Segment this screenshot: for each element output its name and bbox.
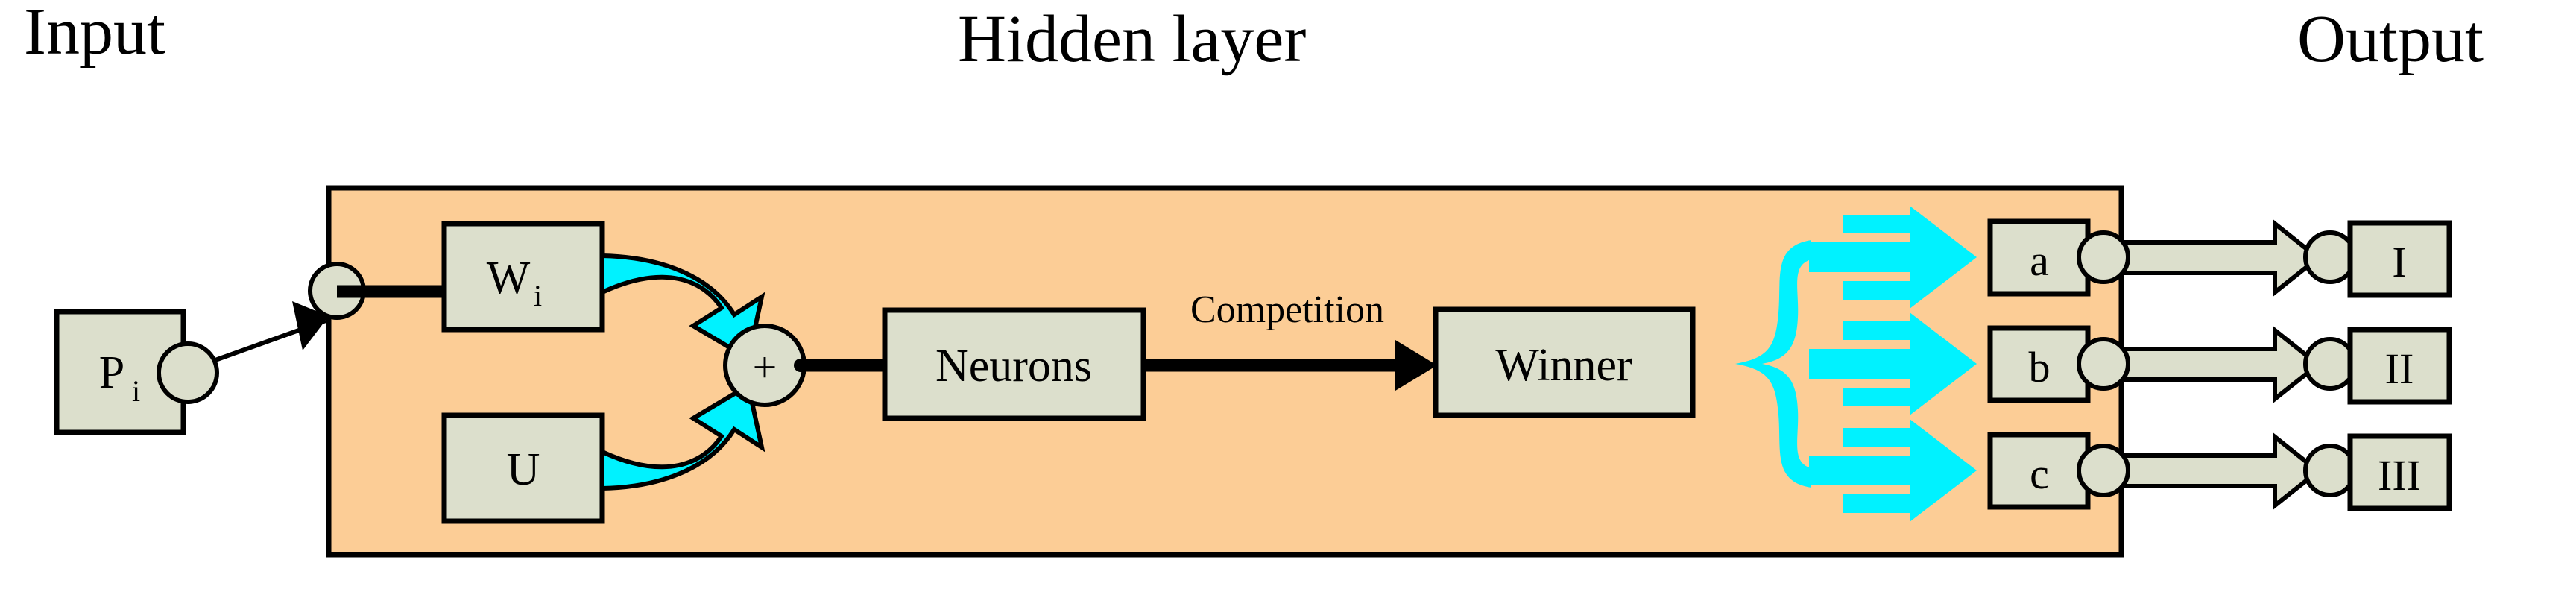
- weight-box-label: W: [487, 253, 531, 303]
- output-node-1-rect: [2347, 220, 2452, 298]
- summation-node[interactable]: +: [723, 324, 806, 407]
- winner-output-a-connector-circle: [2077, 230, 2130, 284]
- competition-arrowhead: [1395, 340, 1437, 391]
- winner-output-b-connector-circle: [2077, 337, 2130, 391]
- cyan-curly-brace: [1735, 240, 1811, 488]
- title-hidden-layer: Hidden layer: [958, 2, 1306, 76]
- winner-box-label: Winner: [1495, 340, 1632, 391]
- winner-output-a-rect: [1987, 218, 2091, 297]
- cyan-arrow-to-c: [1809, 419, 1977, 522]
- neurons-box-label: Neurons: [935, 341, 1092, 391]
- winner-output-a-label: a: [2030, 236, 2049, 285]
- weight-box-w[interactable]: W i: [441, 221, 605, 333]
- bias-box-label: U: [507, 444, 540, 495]
- summation-label: +: [753, 343, 777, 391]
- title-input: Input: [24, 0, 165, 69]
- output-block-arrow-3: [2106, 432, 2322, 511]
- winner-box[interactable]: Winner: [1433, 306, 1696, 418]
- cyan-arrow-to-b: [1809, 312, 1977, 415]
- winner-output-a[interactable]: a: [1987, 218, 2091, 297]
- neurons-box[interactable]: Neurons: [882, 307, 1146, 421]
- winner-output-c[interactable]: c: [1987, 432, 2091, 510]
- output-node-2[interactable]: II: [2347, 327, 2452, 405]
- output-block-arrow-1: [2106, 218, 2322, 297]
- input-node-subscript: i: [132, 374, 140, 408]
- output-node-2-connector-circle: [2303, 337, 2357, 391]
- output-node-1-connector-circle: [2303, 230, 2357, 284]
- output-node-3[interactable]: III: [2347, 433, 2452, 511]
- weight-box-subscript: i: [534, 279, 542, 312]
- output-node-3-label: III: [2378, 451, 2421, 500]
- output-node-1[interactable]: I: [2347, 220, 2452, 298]
- winner-output-c-connector-circle: [2077, 444, 2130, 497]
- cyan-arrow-to-a: [1809, 206, 1977, 309]
- winner-output-b[interactable]: b: [1987, 325, 2091, 403]
- output-node-1-label: I: [2392, 238, 2406, 286]
- winner-output-c-label: c: [2030, 450, 2049, 498]
- output-block-arrow-2: [2106, 325, 2322, 404]
- winner-box-rect: [1433, 306, 1696, 418]
- bias-box-u[interactable]: U: [441, 412, 605, 524]
- competition-label: Competition: [1190, 289, 1384, 331]
- input-node-connector-circle: [157, 341, 219, 404]
- output-node-3-rect: [2347, 433, 2452, 511]
- input-node-label: P: [99, 347, 124, 398]
- output-node-3-connector-circle: [2303, 444, 2357, 497]
- output-node-2-label: II: [2385, 344, 2414, 393]
- output-node-2-rect: [2347, 327, 2452, 405]
- input-node-p[interactable]: P i: [54, 309, 186, 435]
- winner-output-b-label: b: [2029, 343, 2051, 391]
- title-output: Output: [2297, 2, 2484, 76]
